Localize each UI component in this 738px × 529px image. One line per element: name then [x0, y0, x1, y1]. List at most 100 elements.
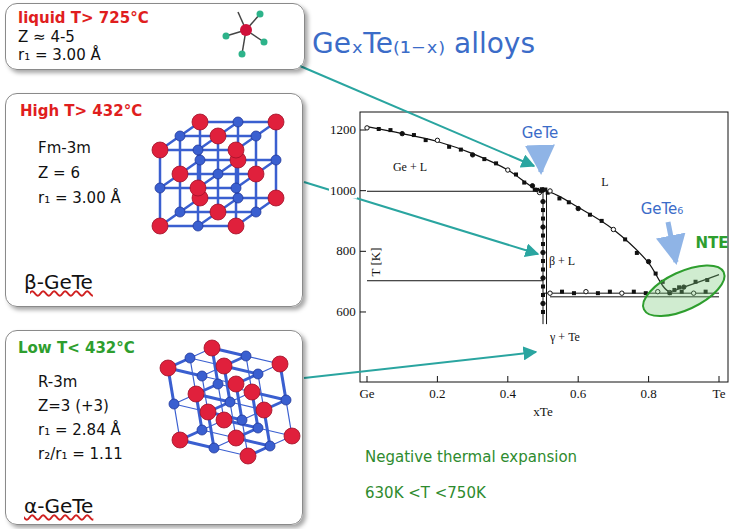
data-marker [522, 181, 526, 185]
atom [193, 145, 203, 155]
region-label: NTE [695, 235, 728, 252]
axis-tick-label: 0.6 [569, 387, 587, 402]
axis-tick-label: 0.4 [499, 387, 517, 402]
data-marker [447, 145, 451, 149]
atom [228, 218, 244, 234]
data-marker [548, 291, 552, 295]
phase-boundary [546, 191, 547, 324]
atom [284, 428, 300, 444]
axis-tick-label: Te [712, 387, 727, 402]
atom [265, 441, 275, 451]
compound-label: GeTe [522, 125, 559, 142]
leader-arrow [304, 352, 536, 378]
atom [172, 166, 188, 182]
atom [175, 207, 185, 217]
atom [152, 218, 168, 234]
atom [169, 399, 179, 409]
phase-boundary [367, 191, 543, 192]
atom [152, 142, 168, 158]
axis-tick-label: 0.2 [428, 387, 446, 402]
tick [648, 376, 649, 382]
atom [271, 155, 281, 165]
data-marker [470, 153, 474, 157]
data-marker [632, 290, 636, 294]
atom [228, 142, 244, 158]
nte-region [636, 255, 732, 327]
tick [360, 251, 366, 252]
info-box: liquid T> 725°CZ ≈ 4-5r₁ = 3.00 Å [5, 3, 305, 70]
phase-label: γ + Te [549, 331, 581, 345]
data-marker [482, 157, 486, 161]
axis-tick-label: 0.8 [639, 387, 657, 402]
box-text: Fm-3m [38, 139, 91, 157]
data-marker [365, 126, 369, 130]
pointer-arrow [540, 146, 541, 172]
data-marker [584, 289, 588, 293]
title: GeₓTe₍₁₋ₓ₎ alloys [312, 28, 535, 60]
box-text: Z ≈ 4-5 [18, 28, 75, 46]
atom [197, 371, 207, 381]
atom [192, 114, 208, 130]
data-marker [400, 131, 404, 135]
data-marker [608, 290, 612, 294]
atom [253, 369, 263, 379]
data-marker [541, 250, 545, 254]
data-marker [541, 199, 545, 203]
data-marker [548, 189, 552, 193]
atom [240, 448, 256, 464]
atom [244, 384, 260, 400]
data-marker [541, 310, 545, 314]
atom [195, 155, 205, 165]
data-marker [412, 133, 416, 137]
atom [268, 190, 284, 206]
axis-tick-label: 1000 [329, 183, 357, 198]
tick [507, 376, 508, 382]
data-marker [541, 242, 545, 246]
compound-label: GeTe₆ [641, 201, 684, 218]
atom [241, 351, 251, 361]
data-marker [576, 206, 580, 210]
data-marker [620, 291, 624, 295]
data-marker [596, 291, 600, 295]
box-text: r₁ = 3.00 Å [18, 46, 101, 64]
data-marker [494, 161, 498, 165]
info-box: High T> 432°CFm-3mZ = 6r₁ = 3.00 Åβ-GeTe [5, 93, 303, 307]
atom [155, 183, 165, 193]
tick [719, 376, 720, 382]
data-marker [572, 291, 576, 295]
data-marker [541, 276, 545, 280]
box-text: r₂/r₁ = 1.11 [38, 445, 123, 463]
data-marker [541, 208, 545, 212]
plot-frame [360, 112, 728, 382]
data-marker [424, 138, 428, 142]
box-heading: liquid T> 725°C [18, 9, 149, 27]
atom [256, 402, 272, 418]
axis-tick-label: Ge [358, 387, 375, 402]
data-marker [588, 213, 592, 217]
data-marker [600, 219, 604, 223]
box-text: r₁ = 2.84 Å [38, 421, 121, 439]
atom [225, 397, 235, 407]
data-marker [530, 184, 534, 188]
atom [210, 204, 226, 220]
atom [233, 117, 243, 127]
box-heading: Low T< 432°C [18, 339, 135, 357]
atom [188, 386, 204, 402]
atom [193, 221, 203, 231]
note: 630K <T <750K [365, 485, 486, 502]
atom [210, 128, 226, 144]
atom [261, 39, 268, 46]
data-marker [557, 196, 561, 200]
data-marker [635, 251, 639, 255]
box-text: r₁ = 3.00 Å [38, 189, 121, 207]
atom [239, 51, 246, 58]
data-marker [611, 227, 615, 231]
atom [200, 404, 216, 420]
phase-label: Ge + L [392, 161, 428, 175]
tick [437, 376, 438, 382]
data-marker [567, 200, 571, 204]
data-marker [514, 172, 518, 176]
data-marker [541, 259, 545, 263]
axis-tick-label: 1200 [329, 123, 357, 138]
